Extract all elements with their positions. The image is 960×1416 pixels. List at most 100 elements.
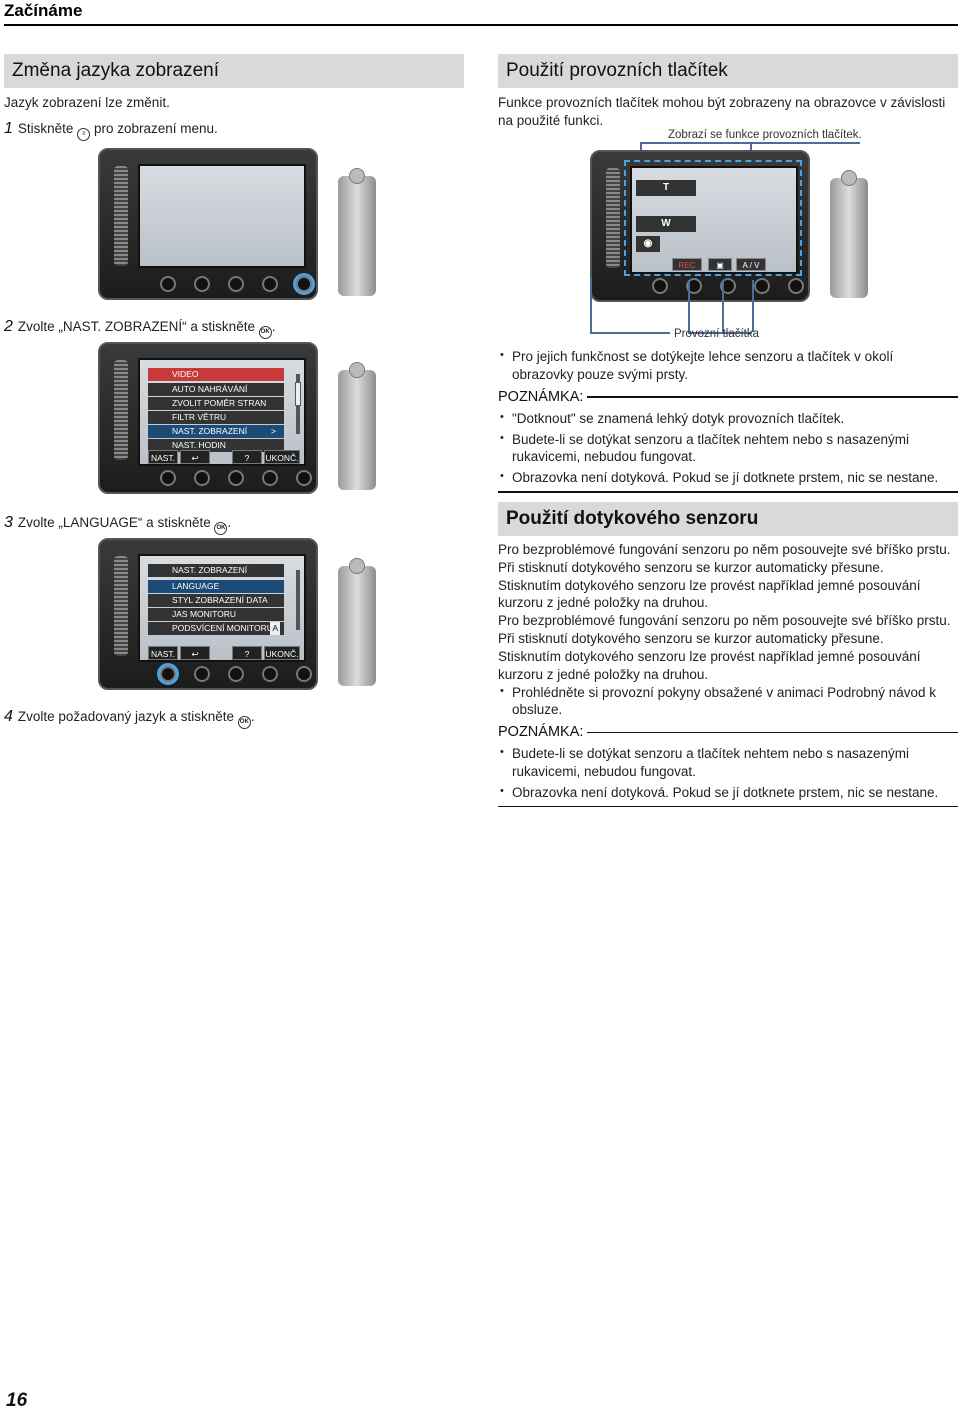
help-icon: ?: [232, 450, 262, 464]
note-title: POZNÁMKA:: [498, 388, 584, 405]
operation-button-icon: [194, 470, 210, 486]
operation-button-icon: [228, 470, 244, 486]
operation-button-icon: [228, 276, 244, 292]
help-icon: ?: [232, 646, 262, 660]
step-text: Zvolte požadovaný jazyk a stiskněte: [17, 709, 235, 724]
menu-row-selected: LANGUAGE: [148, 580, 284, 593]
camera-figure-operation: T W ◉ REC ▣ A / V: [590, 150, 872, 305]
step-4: 4 Zvolte požadovaný jazyk a stiskněte OK.: [4, 706, 255, 729]
step-2: 2 Zvolte „NAST. ZOBRAZENÍ“ a stiskněte OK…: [4, 316, 276, 339]
ok-symbol-icon: OK: [258, 326, 272, 339]
step-number: 4: [4, 708, 13, 725]
scrollbar: [296, 570, 300, 630]
menu-row: JAS MONITORU: [148, 608, 284, 621]
step-number: 3: [4, 514, 13, 531]
callout-line: [688, 280, 690, 332]
camera-screen: [138, 164, 306, 268]
operation-button-icon: [262, 276, 278, 292]
camera-hinge: [338, 168, 376, 296]
note-item: Obrazovka není dotyková. Pokud se jí dot…: [498, 784, 958, 802]
page-header-title: Začínáme: [4, 1, 83, 20]
menu-row-header: NAST. ZOBRAZENÍ: [148, 564, 284, 577]
callout-line: [722, 280, 724, 332]
nast-button-label: NAST.: [148, 646, 178, 660]
operation-button-row: [160, 666, 312, 682]
back-icon: ↩: [180, 646, 210, 660]
ok-button-icon: [652, 278, 668, 294]
menu-button-icon: [296, 666, 312, 682]
rec-button: REC: [672, 258, 702, 271]
sensor-paragraph: Stisknutím dotykového senzoru lze provés…: [498, 577, 921, 611]
sensor-paragraph: Stisknutím dotykového senzoru lze provés…: [498, 648, 921, 682]
touch-sensor-strip: [114, 166, 128, 266]
callout-functions: Zobrazí se funkce provozních tlačítek.: [668, 129, 862, 141]
mode-button-icon: ▣: [708, 258, 732, 271]
operation-button-icon: [262, 470, 278, 486]
left-column: Změna jazyka zobrazení Jazyk zobrazení l…: [4, 54, 464, 141]
menu-button-icon: ≡: [77, 127, 91, 141]
note-item: Budete-li se dotýkat senzoru a tlačítek …: [498, 745, 958, 781]
menu-button-icon: [296, 470, 312, 486]
operation-button-row: [160, 276, 312, 292]
ok-symbol-icon: OK: [214, 522, 228, 535]
operation-button-icon: [686, 278, 702, 294]
section-title-language: Změna jazyka zobrazení: [4, 54, 464, 88]
sensor-paragraph: Při stisknutí dotykového senzoru se kurz…: [498, 559, 884, 575]
menu-row-label: PODSVÍCENÍ MONITORU: [172, 623, 273, 633]
callout-line: [590, 332, 670, 334]
right-column: Použití provozních tlačítek Funkce provo…: [498, 54, 958, 130]
ok-symbol-icon: OK: [237, 716, 251, 729]
menu-row: VIDEO: [148, 368, 284, 381]
menu-row-label: NAST. ZOBRAZENÍ: [172, 426, 248, 436]
operation-button-icon: [194, 666, 210, 682]
camera-hinge: [338, 558, 376, 686]
ok-button-icon: [160, 470, 176, 486]
menu-screen: NAST. ZOBRAZENÍ LANGUAGE STYL ZOBRAZENÍ …: [138, 554, 306, 662]
sensor-paragraph: Při stisknutí dotykového senzoru se kurz…: [498, 631, 884, 647]
step-text: Stiskněte: [17, 120, 74, 136]
camera-hinge: [338, 362, 376, 490]
note-item: "Dotknout" se znamená lehký dotyk provoz…: [498, 410, 958, 428]
operation-area-highlight: [624, 160, 802, 276]
av-button: A / V: [736, 258, 766, 271]
step-number: 2: [4, 318, 13, 335]
menu-row-value: A: [270, 622, 280, 635]
sensor-paragraph: Pro bezproblémové fungování senzoru po n…: [498, 542, 951, 557]
nast-button-label: NAST.: [148, 450, 178, 464]
camera-hinge: [830, 170, 868, 298]
menu-row: STYL ZOBRAZENÍ DATA: [148, 594, 284, 607]
note-title: POZNÁMKA:: [498, 724, 584, 741]
touch-sensor-strip: [114, 360, 128, 460]
step-text-after: pro zobrazení menu.: [93, 120, 218, 136]
note-heading: POZNÁMKA:: [498, 388, 958, 407]
step-text: Zvolte „LANGUAGE“ a stiskněte: [17, 515, 211, 530]
zoom-w-button: W: [636, 216, 696, 232]
bullet-item: Pro jejich funkčnost se dotýkejte lehce …: [498, 348, 958, 384]
quit-button-label: UKONČ.: [264, 450, 300, 464]
menu-screen: VIDEO AUTO NAHRÁVÁNÍ ZVOLIT POMĚR STRAN …: [138, 358, 306, 466]
menu-bottom-bar: NAST. ↩ ? UKONČ.: [148, 450, 302, 464]
step-text: Zvolte „NAST. ZOBRAZENÍ“ a stiskněte: [17, 319, 255, 334]
operation-button-icon: [262, 666, 278, 682]
menu-row-selected: NAST. ZOBRAZENÍ >: [148, 425, 284, 438]
operation-button-icon: [720, 278, 736, 294]
bullet-item: Prohlédněte si provozní pokyny obsažené …: [498, 684, 958, 720]
quit-button-label: UKONČ.: [264, 646, 300, 660]
callout-operation-buttons: Provozní tlačítka: [674, 328, 760, 340]
back-icon: ↩: [180, 450, 210, 464]
menu-bottom-bar: NAST. ↩ ? UKONČ.: [148, 646, 302, 660]
operation-buttons-intro: Funkce provozních tlačítek mohou být zob…: [498, 95, 946, 128]
camera-mode-icon: ◉: [636, 236, 660, 252]
operation-notes: Pro jejich funkčnost se dotýkejte lehce …: [498, 348, 958, 493]
step-text-after: .: [250, 709, 255, 724]
menu-row: NAST. HODIN: [148, 439, 284, 452]
touch-sensor-strip: [606, 168, 620, 268]
scrollbar-thumb: [295, 382, 301, 406]
zoom-t-button: T: [636, 180, 696, 196]
note-heading: POZNÁMKA:: [498, 723, 958, 742]
section-title-touch-sensor: Použití dotykového senzoru: [498, 502, 958, 536]
menu-button-icon: [788, 278, 804, 294]
camera-figure-3: NAST. ZOBRAZENÍ LANGUAGE STYL ZOBRAZENÍ …: [98, 538, 380, 693]
menu-row: FILTR VĚTRU: [148, 411, 284, 424]
